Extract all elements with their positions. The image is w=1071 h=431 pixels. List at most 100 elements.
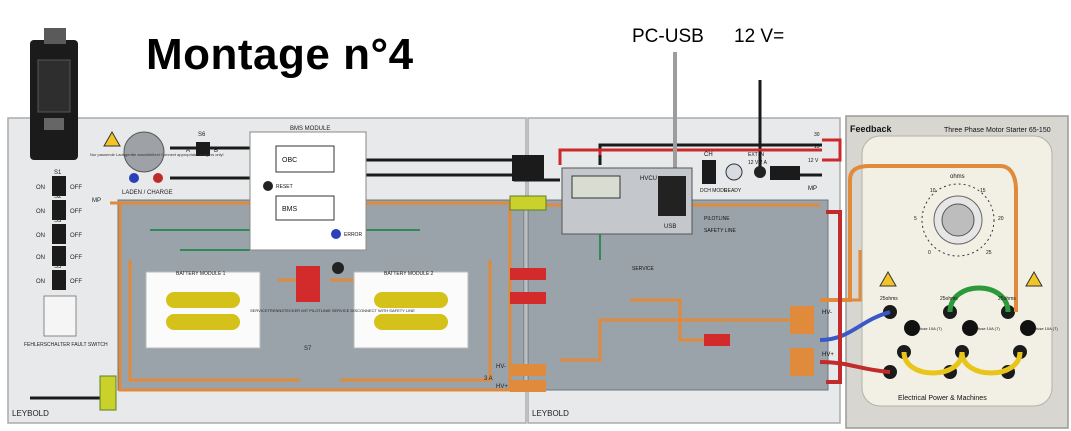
yellow-jumpers (901, 351, 1023, 376)
feedback-title: Three Phase Motor Starter 65-150 (944, 127, 1051, 134)
left-switches (52, 176, 66, 290)
dial-tick: 15 (980, 188, 986, 194)
service-connector (332, 262, 344, 274)
hv-minus-label-right: HV- (822, 310, 832, 316)
phase-label: 25ohms (998, 296, 1016, 302)
usb-port-block (658, 176, 686, 216)
12v-label: 12 V (808, 158, 819, 164)
obc-block (275, 145, 335, 173)
service-disconnect-plug (296, 266, 320, 302)
blue-link-wire (819, 310, 891, 342)
battery-cell (374, 292, 448, 308)
current-label: 3 A (484, 376, 493, 382)
feedback-footer: Electrical Power & Machines (898, 395, 987, 402)
hv-plus-label-right: HV+ (822, 352, 834, 358)
phase-label: 25ohms (940, 296, 958, 302)
ext-in-label: EXT IN (748, 152, 764, 158)
switch-on-label: ON (36, 279, 45, 285)
switch-name-label: S5 (54, 264, 62, 270)
charge-socket-group (123, 131, 165, 173)
battery-module-2-label: BATTERY MODULE 2 (384, 271, 434, 277)
s6-label: S6 (198, 132, 206, 138)
switch-name-label: S3 (54, 218, 62, 224)
switch-name-label: S4 (54, 240, 62, 246)
error-label: ERROR (344, 232, 362, 238)
phase-label: 25ohms (880, 296, 898, 302)
switch-on-label: ON (36, 209, 45, 215)
battery-cell (166, 292, 240, 308)
earth-connector-mp (509, 195, 547, 211)
pilotline-label: PILOTLINE (704, 216, 730, 222)
fuse-label: fuse 10A (T) (1036, 326, 1058, 331)
dial-tick: 20 (998, 216, 1004, 222)
resistance-dial-scale (921, 183, 995, 257)
ext-in-socket (754, 166, 766, 178)
12v-supply-label: 12 V= (734, 26, 785, 47)
s6-switch (196, 142, 210, 156)
bms-label: BMS (282, 206, 298, 213)
ch-label: CH (704, 152, 713, 158)
dch-mode-label: DCH MODE (700, 188, 728, 194)
switch-on-label: ON (36, 233, 45, 239)
warning-icon (1025, 270, 1043, 287)
page-title: Montage n°4 (146, 30, 414, 79)
hv-connector-minus (510, 364, 546, 376)
charge-socket-blue (129, 173, 139, 183)
earth-connector-left (99, 375, 117, 411)
s7-label: S7 (304, 346, 312, 352)
battery-cell (166, 314, 240, 330)
switch-off-label: OFF (70, 255, 82, 261)
reset-button (263, 181, 273, 191)
s6-a-label: A (186, 148, 190, 154)
black-bridge-connector (512, 155, 544, 181)
dch-mode-switch (702, 160, 716, 184)
warning-icon (103, 130, 121, 147)
s6-b-label: B (214, 148, 218, 154)
orange-link-wire (820, 164, 1018, 312)
12v-block (770, 166, 800, 180)
ready-label: READY (724, 188, 742, 194)
red-link-wire (819, 360, 891, 374)
warning-icon (879, 270, 897, 287)
ext-spec-label: 12 V 2 A (748, 160, 768, 166)
resistance-dial-cap (941, 203, 975, 237)
terminal-15-label: 15 (814, 144, 820, 150)
hv-minus-label-left: HV- (496, 364, 506, 370)
ready-led (725, 163, 743, 181)
resistor-red (704, 334, 730, 346)
bridge-connector-2 (510, 292, 546, 304)
bms-module-title: BMS MODULE (290, 126, 330, 132)
usb-label: USB (664, 224, 676, 230)
ohms-label: ohms (950, 174, 965, 180)
battery-module-1 (145, 271, 261, 349)
charger-window (37, 59, 71, 113)
mp-label-right: MP (808, 186, 817, 192)
battery-module-2 (353, 271, 469, 349)
switch-off-label: OFF (70, 209, 82, 215)
switch-off-label: OFF (70, 185, 82, 191)
bridge-connector-1 (510, 268, 546, 280)
red-wires (558, 138, 842, 165)
hv-plus-label-left: HV+ (496, 384, 508, 390)
battery-module-1-label: BATTERY MODULE 1 (176, 271, 226, 277)
switch-off-label: OFF (70, 279, 82, 285)
hvcu-label: HVCU (640, 176, 657, 182)
charger-plug (44, 28, 66, 44)
dial-tick: 10 (930, 188, 936, 194)
safety-line-label: SAFETY LINE (704, 228, 737, 234)
fault-switch-label: FEHLERSCHALTER FAULT SWITCH (24, 342, 108, 348)
switch-on-label: ON (36, 255, 45, 261)
green-wires (150, 229, 601, 260)
error-led (331, 229, 341, 239)
pc-usb-label: PC-USB (632, 26, 704, 47)
dial-tick: 0 (928, 250, 931, 256)
switch-name-label: S1 (54, 170, 62, 176)
warning-text: Nur passende Ladegeräte anschließen! Con… (90, 152, 224, 157)
fault-switch-cover (43, 295, 77, 337)
leybold-logo-left: LEYBOLD (12, 409, 49, 418)
battery-cell (374, 314, 448, 330)
switch-off-label: OFF (70, 233, 82, 239)
bms-block (275, 195, 335, 221)
service-disconnect-text: SERVICETRENNSTECKER MIT PILOTLINIE SERVI… (250, 308, 415, 313)
green-jumper (947, 285, 1011, 313)
